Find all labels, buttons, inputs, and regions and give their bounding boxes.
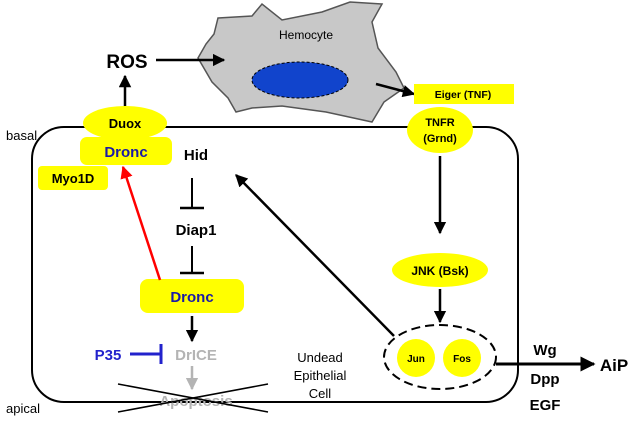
eiger-label: Eiger (TNF) <box>435 89 492 101</box>
undead-label-line2: Epithelial <box>294 368 347 383</box>
drice-label: DrICE <box>175 347 217 364</box>
p35-label: P35 <box>95 347 122 364</box>
undead-label-line1: Undead <box>297 350 343 365</box>
duox-label: Duox <box>109 116 142 131</box>
jun-fos-nucleus-outline <box>383 324 497 390</box>
fos-label: Fos <box>453 354 471 365</box>
jnk-ellipse <box>392 253 488 287</box>
tnfr-label-line2: (Grnd) <box>423 133 457 145</box>
eiger-box <box>414 84 514 104</box>
basal-label: basal <box>6 128 37 143</box>
hemocyte-to-eiger-arrow <box>375 82 416 98</box>
tnfr-ellipse <box>407 107 473 153</box>
undead-label-line3: Cell <box>309 386 332 401</box>
jnk-label: JNK (Bsk) <box>411 264 468 278</box>
wg-label: Wg <box>533 342 556 359</box>
hemocyte-label: Hemocyte <box>279 28 333 42</box>
dronc-top-box <box>80 137 172 165</box>
diap1-label: Diap1 <box>176 222 217 239</box>
dronc-to-dronc-red-arrow <box>120 165 162 281</box>
fos-circle <box>443 339 481 377</box>
jun-label: Jun <box>407 354 425 365</box>
apoptosis-cross-line-2 <box>117 383 269 413</box>
ros-label: ROS <box>106 52 147 73</box>
apoptosis-label: Apoptosis <box>159 393 232 410</box>
myo1d-label: Myo1D <box>52 171 95 186</box>
egf-label: EGF <box>530 397 561 414</box>
dronc-top-label: Dronc <box>104 144 147 161</box>
hemocyte-shape <box>197 1 405 123</box>
junfos-to-hid-arrow <box>235 174 395 337</box>
dronc-mid-box <box>140 279 244 313</box>
tnfr-label-line1: TNFR <box>425 117 454 129</box>
hemocyte-nucleus <box>251 61 349 99</box>
aip-label: AiP <box>600 356 628 375</box>
hid-label: Hid <box>184 147 208 164</box>
jun-circle <box>397 339 435 377</box>
myo1d-box <box>38 166 108 190</box>
undead-epithelial-cell-outline <box>31 126 519 403</box>
dronc-mid-label: Dronc <box>170 289 213 306</box>
dpp-label: Dpp <box>530 371 559 388</box>
apical-label: apical <box>6 401 40 416</box>
duox-ellipse <box>83 106 167 140</box>
